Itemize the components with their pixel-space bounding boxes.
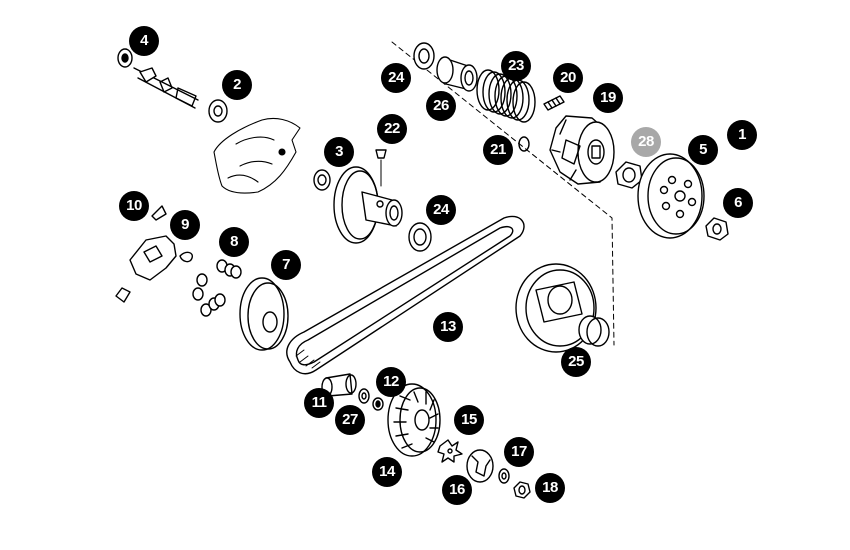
- callout-15: 15: [454, 405, 484, 435]
- callout-16: 16: [442, 475, 472, 505]
- callout-20: 20: [553, 63, 583, 93]
- callout-11: 11: [304, 388, 334, 418]
- part-variator-7: [239, 277, 289, 351]
- part-spring-23: [476, 69, 536, 123]
- callout-3: 3: [324, 137, 354, 167]
- callout-1: 1: [727, 120, 757, 150]
- part-belt-13: [286, 215, 525, 375]
- callout-12: 12: [376, 367, 406, 397]
- callout-24-top: 24: [381, 63, 411, 93]
- callout-18: 18: [535, 473, 565, 503]
- part-driven-pulley-25: [515, 263, 610, 353]
- part-washer-27: [358, 388, 370, 404]
- part-pin-20: [543, 95, 565, 111]
- callout-26: 26: [426, 91, 456, 121]
- callout-10: 10: [119, 191, 149, 221]
- part-shaft-with-bearings: [117, 48, 228, 123]
- callout-27: 27: [335, 405, 365, 435]
- part-fan-14: [387, 383, 441, 457]
- part-clutch-19: [549, 115, 615, 185]
- part-nut-28: [615, 161, 643, 189]
- part-rollers-8: [192, 259, 242, 317]
- part-washer-24a: [413, 42, 435, 70]
- callout-23: 23: [501, 51, 531, 81]
- callout-25: 25: [561, 347, 591, 377]
- callout-14: 14: [372, 457, 402, 487]
- callout-7: 7: [271, 250, 301, 280]
- callout-4: 4: [129, 26, 159, 56]
- part-plate-16: [466, 449, 494, 483]
- part-nut-18: [513, 481, 531, 499]
- callout-17: 17: [504, 437, 534, 467]
- callout-5: 5: [688, 135, 718, 165]
- callout-22: 22: [377, 114, 407, 144]
- callout-24-mid: 24: [426, 195, 456, 225]
- part-washer-12: [372, 397, 384, 411]
- part-washer-24b: [408, 222, 432, 252]
- callout-9: 9: [170, 210, 200, 240]
- part-star-washer-15: [437, 439, 463, 463]
- part-crankcase-fragment: [213, 117, 301, 194]
- part-bushing-26: [436, 56, 478, 92]
- part-washer-3: [313, 169, 331, 191]
- part-fixed-pulley: [333, 149, 403, 244]
- part-clutch-bell-5: [637, 153, 705, 239]
- part-nut-6: [705, 217, 729, 241]
- callout-2: 2: [222, 70, 252, 100]
- callout-21: 21: [483, 135, 513, 165]
- callout-28: 28: [631, 127, 661, 157]
- callout-6: 6: [723, 188, 753, 218]
- part-washer-17: [498, 468, 510, 484]
- callout-13: 13: [433, 312, 463, 342]
- assembly-guide-lines: [391, 41, 615, 346]
- part-oring-21: [518, 136, 530, 152]
- callout-19: 19: [593, 83, 623, 113]
- callout-8: 8: [219, 227, 249, 257]
- part-ramp-plate-9: [115, 205, 193, 303]
